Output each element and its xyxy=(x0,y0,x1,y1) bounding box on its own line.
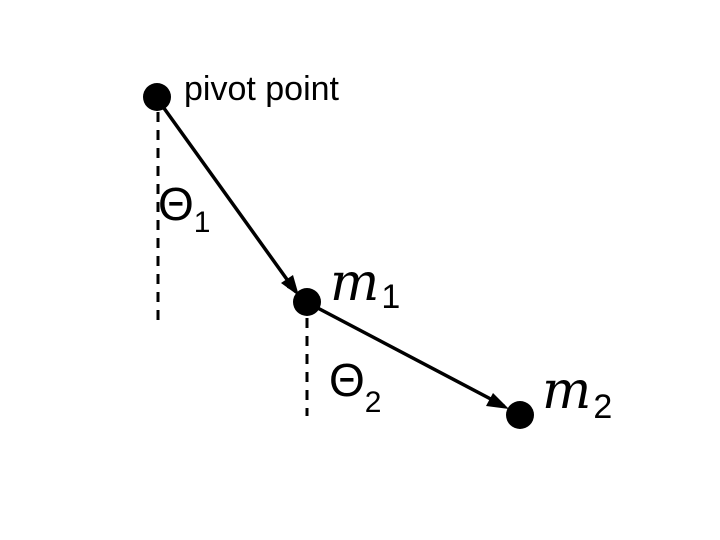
mass-2-symbol: m xyxy=(542,361,591,421)
theta-1-subscript: 1 xyxy=(194,206,211,239)
rod-1-arrow xyxy=(159,102,298,294)
pivot-point-label: pivot point xyxy=(184,70,340,108)
theta-1-label: Θ1 xyxy=(158,178,210,239)
rod-2-arrow xyxy=(311,303,505,408)
mass-1-label: m1 xyxy=(330,253,400,316)
theta-2-subscript: 2 xyxy=(365,386,382,419)
mass-1-subscript: 1 xyxy=(381,278,400,316)
rod-1-arrowhead xyxy=(281,275,299,296)
pivot-point-node xyxy=(143,83,171,111)
theta-2-symbol: Θ xyxy=(329,354,365,406)
mass-2-subscript: 2 xyxy=(593,388,612,426)
theta-1-symbol: Θ xyxy=(158,178,194,230)
mass-1-symbol: m xyxy=(330,253,379,313)
rod-2-arrowhead xyxy=(486,393,509,409)
mass-2-node xyxy=(506,401,534,429)
mass-1-node xyxy=(293,288,321,316)
mass-2-label: m2 xyxy=(542,361,612,426)
theta-2-label: Θ2 xyxy=(329,354,381,419)
